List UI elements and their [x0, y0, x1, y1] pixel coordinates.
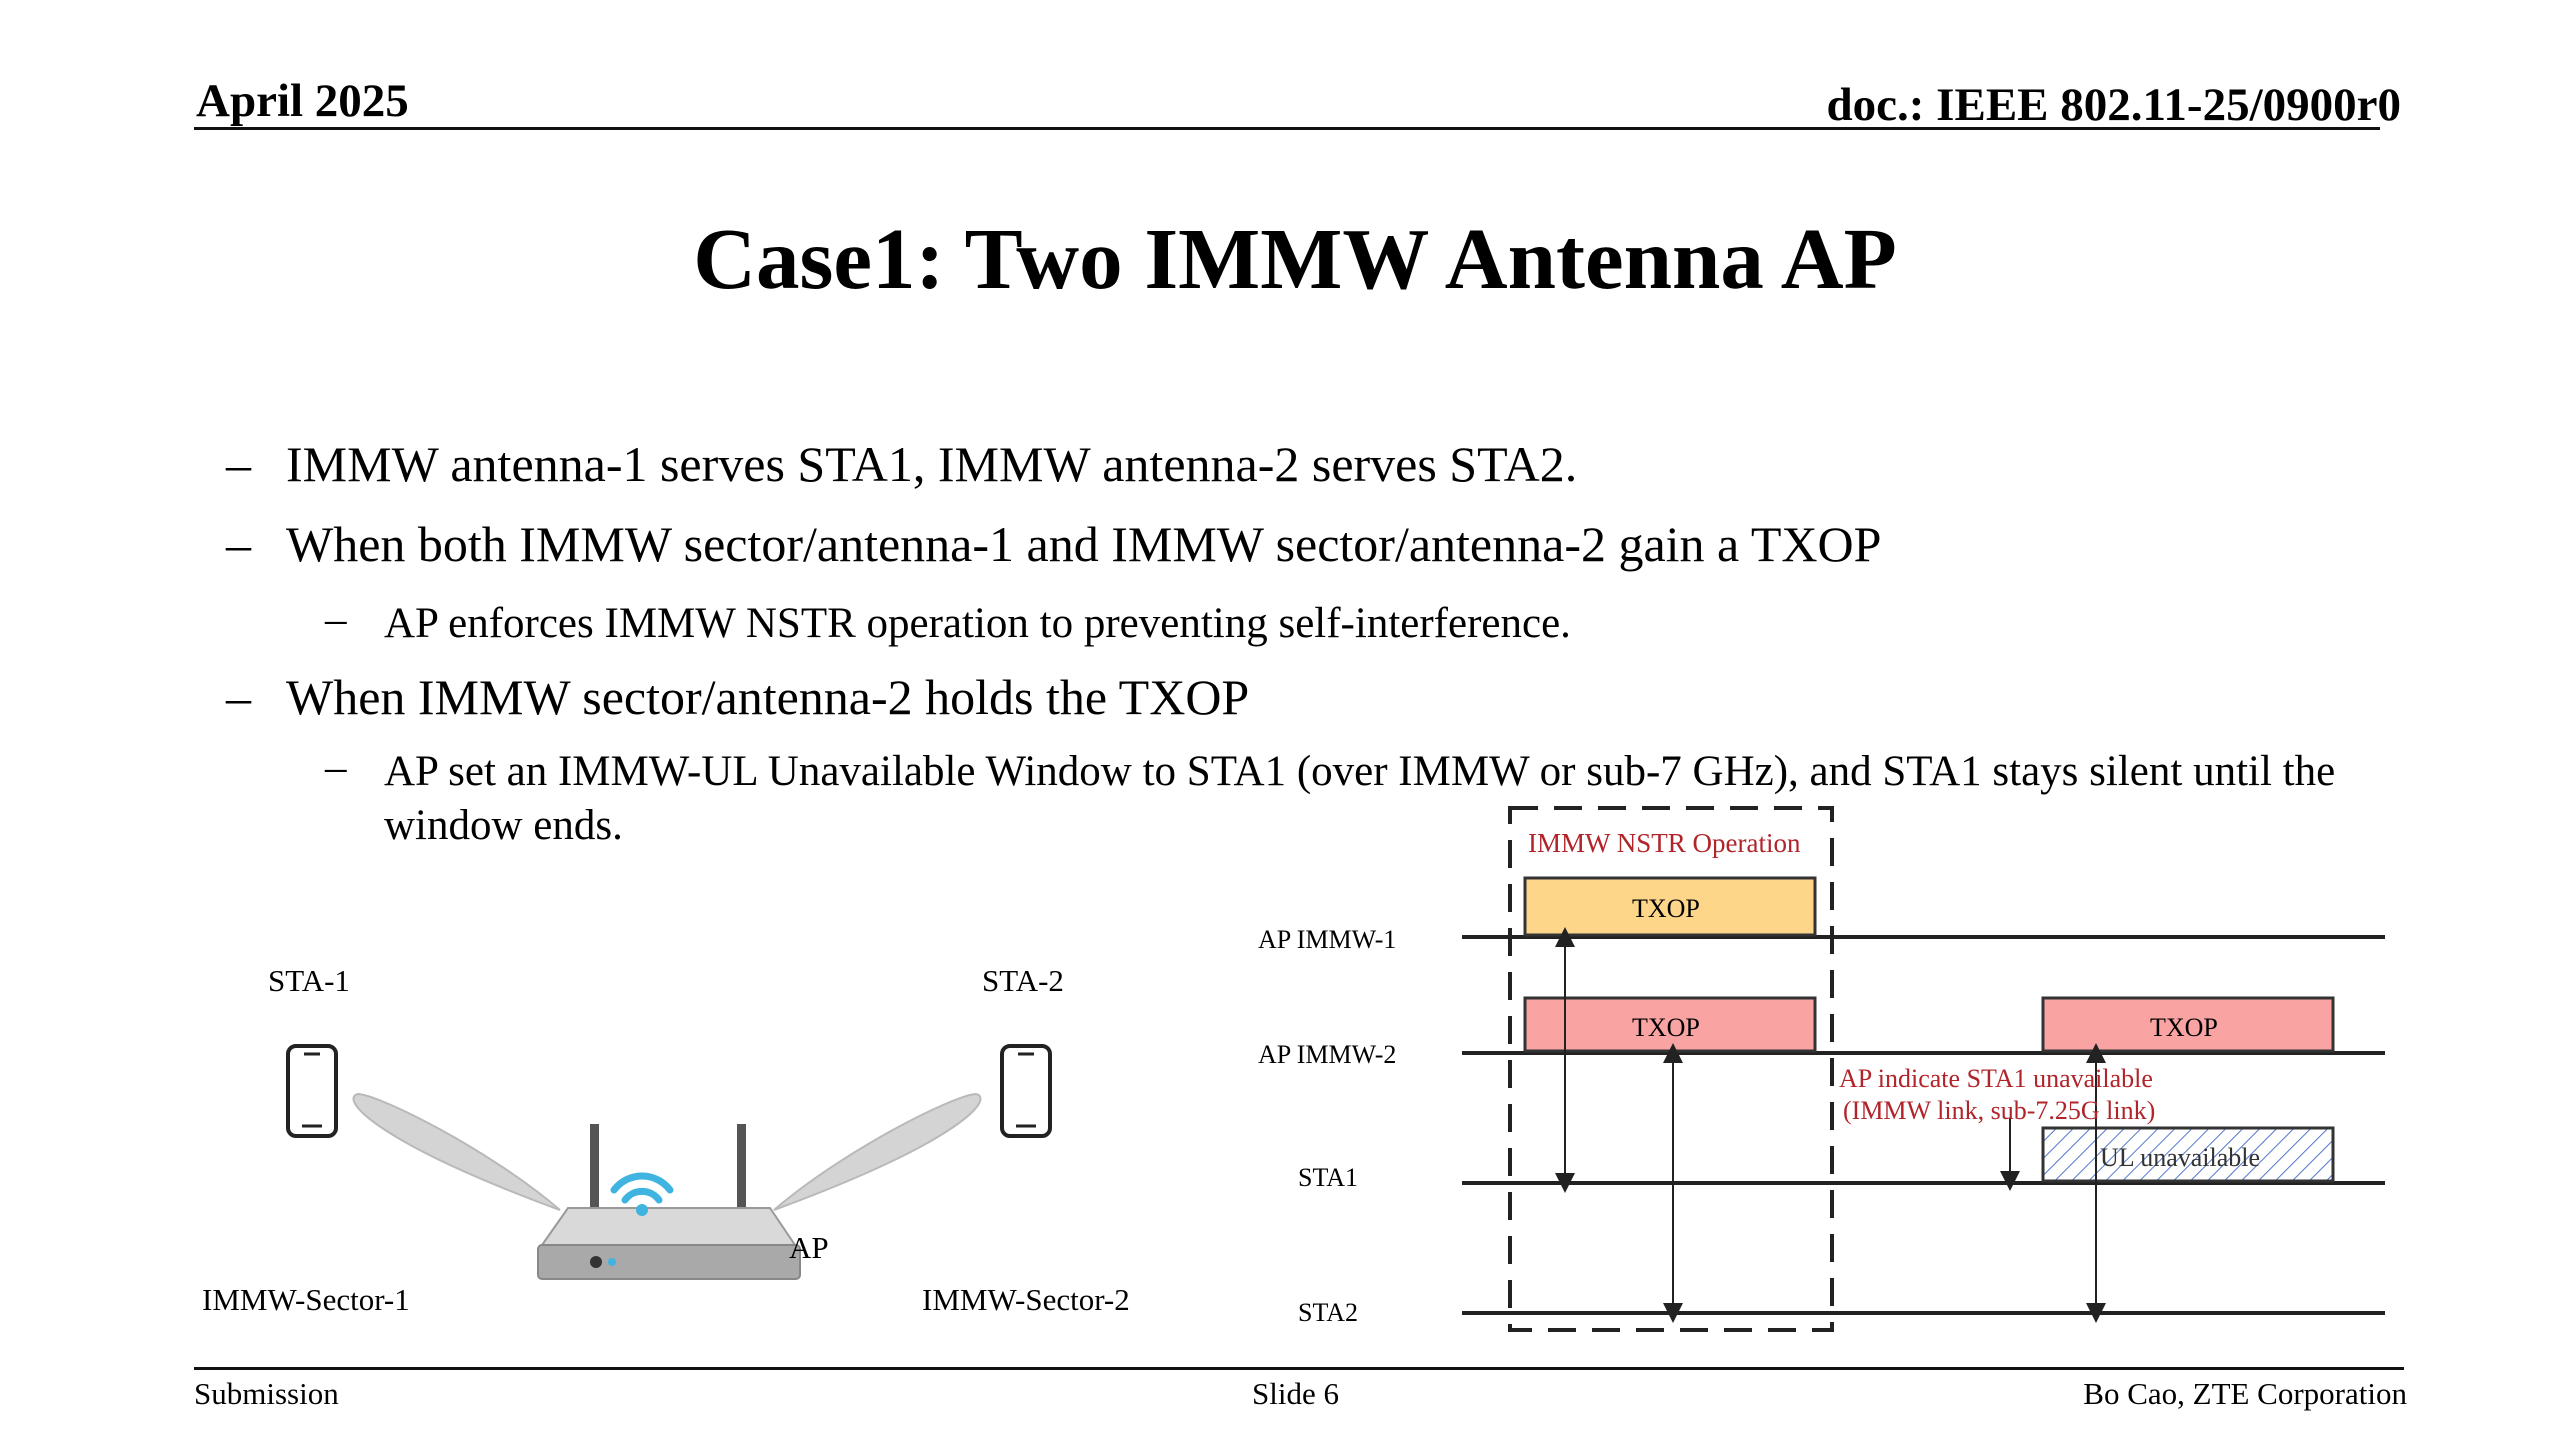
nstr-window-box	[1508, 806, 1834, 1332]
bullet-dash: –	[226, 436, 251, 492]
sta1-phone-icon	[286, 1044, 338, 1138]
topology-figure	[286, 1044, 1052, 1280]
txop-box	[1523, 876, 1817, 937]
ap-router-icon	[537, 1124, 801, 1280]
ul-unavailable-label: UL unavailable	[2100, 1143, 2261, 1172]
sta1-label: STA-1	[268, 963, 350, 998]
sta2-phone-icon	[1000, 1044, 1052, 1138]
bullet-text: AP set an IMMW-UL Unavailable Window to …	[384, 748, 2336, 849]
row-label-ap-immw1: AP IMMW-1	[1258, 925, 1397, 954]
sector1-beam-icon	[352, 1092, 561, 1211]
bullet-text: When IMMW sector/antenna-2 holds the TXO…	[286, 669, 1250, 725]
footer-rule	[194, 1367, 2404, 1370]
nstr-operation-label: IMMW NSTR Operation	[1528, 828, 1801, 858]
bullet-text: When both IMMW sector/antenna-1 and IMMW…	[286, 516, 1882, 572]
bullet-dash: –	[226, 669, 251, 725]
slide-title: Case1: Two IMMW Antenna AP	[693, 210, 1897, 307]
bullet-text: IMMW antenna-1 serves STA1, IMMW antenna…	[286, 436, 1578, 492]
txop3-label: TXOP	[2150, 1013, 2218, 1042]
timing-diagram	[1462, 806, 2385, 1332]
sector2-label: IMMW-Sector-2	[922, 1282, 1130, 1317]
header-doc-id: doc.: IEEE 802.11-25/0900r0	[1826, 79, 2401, 131]
footer-author: Bo Cao, ZTE Corporation	[2083, 1376, 2407, 1411]
sector2-beam-icon	[773, 1092, 982, 1211]
bullet-dash: –	[325, 744, 347, 791]
txop1-label: TXOP	[1632, 894, 1700, 923]
indicate-annotation-line2: (IMMW link, sub-7.25G link)	[1843, 1096, 2156, 1125]
footer-submission: Submission	[194, 1376, 339, 1411]
txop2-label: TXOP	[1632, 1013, 1700, 1042]
indicate-annotation-line1: AP indicate STA1 unavailable	[1839, 1064, 2153, 1093]
row-label-sta2: STA2	[1298, 1298, 1359, 1327]
txop-box	[2041, 996, 2335, 1053]
bullet-dash: –	[226, 516, 251, 572]
footer-slide-number: Slide 6	[1252, 1376, 1339, 1411]
sta2-label: STA-2	[982, 963, 1064, 998]
row-label-sta1: STA1	[1298, 1163, 1359, 1192]
sector1-label: IMMW-Sector-1	[202, 1282, 410, 1317]
row-label-ap-immw2: AP IMMW-2	[1258, 1040, 1397, 1069]
wifi-icon	[610, 1172, 674, 1216]
bullet-dash: –	[325, 596, 347, 643]
ap-label: AP	[789, 1230, 829, 1265]
bullet-text: AP enforces IMMW NSTR operation to preve…	[384, 600, 1571, 647]
header-rule	[194, 127, 2380, 130]
header-date: April 2025	[196, 75, 409, 127]
